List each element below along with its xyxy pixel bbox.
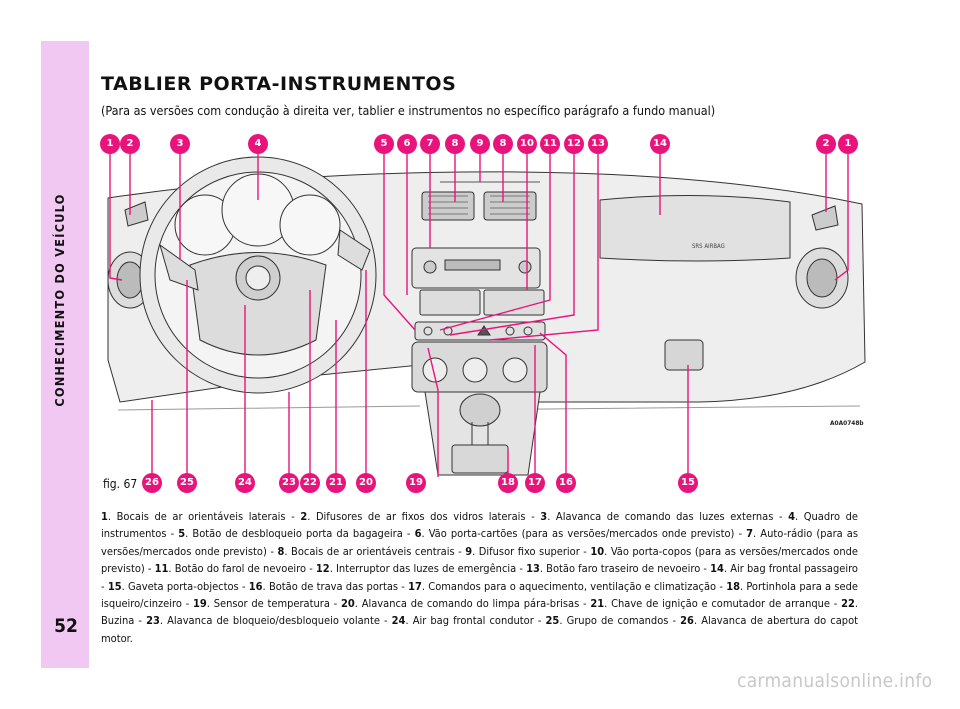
legend-number: 15 <box>107 579 122 593</box>
legend-number: 14 <box>710 562 724 576</box>
legend-text: Botão faro traseiro de nevoeiro <box>546 562 701 576</box>
watermark: carmanualsonline.info <box>737 670 933 692</box>
legend-text: Auto-rádio (para as versões/mercados ond… <box>101 527 859 558</box>
legend-text: Chave de ignição e comutador de arranque <box>611 597 830 611</box>
legend-text: Alavanca de comando do limpa pára-brisas <box>361 597 580 611</box>
callout-22: 22 <box>300 473 320 493</box>
legend-number: 17 <box>408 579 422 593</box>
page-subtitle: (Para as versões com condução à direita … <box>101 103 716 118</box>
callout-17: 17 <box>525 473 545 493</box>
legend-text: Gaveta porta-objectos <box>128 579 239 593</box>
figure-label: fig. 67 <box>103 477 138 491</box>
legend-number: 9 <box>465 544 473 558</box>
legend-text: Alavanca de abertura do capot motor. <box>101 614 859 645</box>
legend-number: 12 <box>315 562 330 576</box>
legend-text: Air bag frontal condutor <box>412 614 534 628</box>
legend-caption: 1. Bocais de ar orientáveis laterais - 2… <box>101 510 859 645</box>
legend-number: 7 <box>746 527 754 541</box>
legend-text: Air bag frontal passageiro <box>730 562 858 576</box>
legend-text: Interruptor das luzes de emergência <box>336 562 517 576</box>
legend-number: 22 <box>841 597 855 611</box>
legend-text: Portinhola para a sede isqueiro/cinzeiro <box>101 579 858 611</box>
callout-25: 25 <box>177 473 197 493</box>
page-title: TABLIER PORTA-INSTRUMENTOS <box>101 73 457 95</box>
dashboard-illustration: SRS AIRBAG <box>107 154 866 477</box>
legend-number: 16 <box>248 579 263 593</box>
legend-text: Comandos para o aquecimento, ventilação … <box>428 579 717 593</box>
callout-19: 19 <box>406 473 426 493</box>
legend-number: 13 <box>526 562 540 576</box>
legend-number: 6 <box>414 527 422 541</box>
callout-21: 21 <box>326 473 346 493</box>
callout-2-right: 2 <box>816 134 836 154</box>
legend-number: 24 <box>391 614 406 628</box>
callout-10: 10 <box>517 134 537 154</box>
legend-text: Sensor de temperatura <box>213 597 330 611</box>
callout-1-left: 1 <box>100 134 120 154</box>
callout-1-right: 1 <box>838 134 858 154</box>
legend-text: Vão porta-cartões (para as versões/merca… <box>428 527 735 541</box>
legend-number: 26 <box>680 614 694 628</box>
callout-12: 12 <box>564 134 584 154</box>
callout-8-b: 8 <box>493 134 513 154</box>
callout-15: 15 <box>678 473 698 493</box>
callout-7: 7 <box>420 134 440 154</box>
dashboard-figure: SRS AIRBAG <box>100 130 870 500</box>
callout-6: 6 <box>397 134 417 154</box>
legend-text: Bocais de ar orientáveis centrais <box>291 544 455 558</box>
callout-4: 4 <box>248 134 268 154</box>
legend-text: Quadro de instrumentos <box>101 510 858 541</box>
callout-9: 9 <box>470 134 490 154</box>
section-sidebar <box>41 41 89 668</box>
legend-number: 3 <box>540 510 548 523</box>
callout-26: 26 <box>142 473 162 493</box>
legend-text: Botão de trava das portas <box>268 579 399 593</box>
legend-number: 1 <box>101 510 108 523</box>
legend-number: 20 <box>341 597 355 611</box>
legend-number: 2 <box>300 510 308 523</box>
legend-text: Botão do farol de nevoeiro <box>174 562 307 576</box>
callout-8-a: 8 <box>445 134 465 154</box>
section-title-text: CONHECIMENTO DO VEÍCULO <box>52 193 67 407</box>
legend-text: Alavanca de comando das luzes externas <box>555 510 774 523</box>
figure-code: A0A0748b <box>830 419 864 427</box>
callout-13: 13 <box>588 134 608 154</box>
callout-23: 23 <box>279 473 299 493</box>
legend-text: Vão porta-copos (para as versões/mercado… <box>101 544 858 576</box>
callout-18: 18 <box>498 473 518 493</box>
callout-11: 11 <box>540 134 560 154</box>
callout-5: 5 <box>374 134 394 154</box>
legend-number: 10 <box>590 544 605 558</box>
legend-text: Alavanca de bloqueio/desbloqueio volante <box>167 614 380 628</box>
callout-2-left: 2 <box>120 134 140 154</box>
legend-number: 25 <box>545 614 560 628</box>
callout-14: 14 <box>650 134 670 154</box>
legend-number: 8 <box>277 544 285 558</box>
legend-text: Botão de desbloqueio porta da bagageira <box>192 527 403 541</box>
legend-text: Grupo de comandos <box>566 614 669 628</box>
legend-number: 5 <box>178 527 186 541</box>
legend-number: 18 <box>726 579 740 593</box>
callout-24: 24 <box>235 473 255 493</box>
legend-number: 23 <box>146 614 160 628</box>
airbag-label: SRS AIRBAG <box>692 243 725 250</box>
legend-number: 19 <box>193 597 207 611</box>
legend-number: 11 <box>154 562 169 576</box>
legend-number: 4 <box>788 510 795 523</box>
callout-16: 16 <box>556 473 576 493</box>
callout-20: 20 <box>356 473 376 493</box>
page-number: 52 <box>54 615 78 637</box>
callout-3: 3 <box>170 134 190 154</box>
legend-text: Difusores de ar fixos dos vidros laterai… <box>315 510 526 523</box>
legend-text: Bocais de ar orientáveis laterais <box>116 510 286 523</box>
legend-number: 21 <box>590 597 605 611</box>
legend-text: Buzina <box>101 614 135 628</box>
legend-text: Difusor fixo superior <box>478 544 580 558</box>
